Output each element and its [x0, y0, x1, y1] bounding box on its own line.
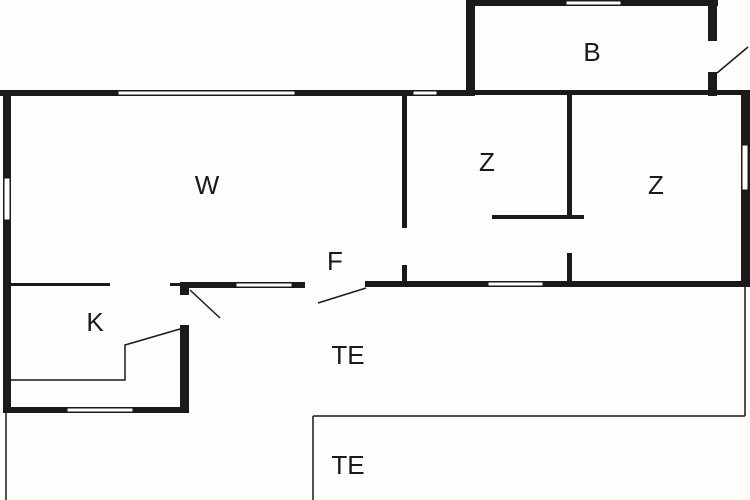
window: [487, 281, 544, 287]
room-label-te1: TE: [331, 340, 364, 370]
door-swing: [317, 287, 367, 304]
door-swing: [189, 289, 221, 319]
wall-b-left: [466, 0, 475, 96]
window: [741, 144, 749, 191]
window: [565, 0, 622, 6]
window: [3, 177, 11, 221]
partition: [492, 215, 584, 219]
window: [117, 90, 296, 96]
partition: [402, 265, 407, 283]
window: [412, 90, 438, 96]
room-label-b: B: [583, 37, 600, 67]
room-label-z1: Z: [479, 147, 495, 177]
partition: [402, 95, 407, 228]
wall-b-right: [708, 72, 717, 96]
partition: [567, 95, 572, 218]
wall-k-right: [180, 285, 189, 295]
room-labels: W Z Z B F K TE TE: [86, 37, 664, 480]
window: [235, 282, 293, 288]
wall-b-bottom: [474, 90, 750, 95]
wall-k-right: [180, 325, 189, 413]
wall-left: [3, 90, 11, 413]
wall-b-right: [708, 0, 717, 41]
door-swing: [716, 46, 749, 74]
kitchen-divider: [10, 283, 110, 286]
window: [66, 407, 134, 413]
wall-stub: [170, 283, 182, 286]
partition: [567, 253, 572, 283]
room-label-te2: TE: [331, 450, 364, 480]
room-label-z2: Z: [648, 170, 664, 200]
room-label-k: K: [86, 307, 104, 337]
room-label-w: W: [195, 170, 220, 200]
wall-middle: [365, 281, 750, 287]
stairs: [10, 328, 181, 381]
room-label-f: F: [327, 246, 343, 276]
